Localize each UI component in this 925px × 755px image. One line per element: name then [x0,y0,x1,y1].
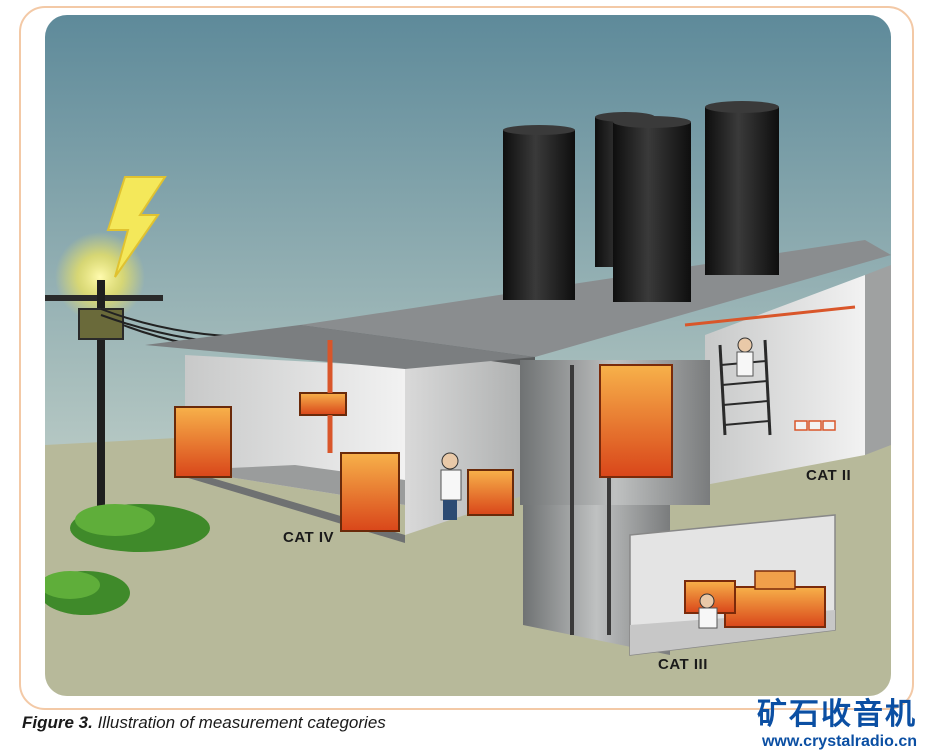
watermark-url: www.crystalradio.cn [761,733,917,750]
cat-iv-label: CAT IV [283,529,335,546]
generator [684,570,826,628]
right-room-wall [705,275,865,485]
lightning-bolt [106,176,167,278]
watermark-chinese: 矿石收音机 [757,697,917,732]
grass-bushes [45,504,210,615]
technician-cat-iii [698,593,718,629]
cat-ii-label: CAT II [806,467,852,484]
rooftop-tanks [503,101,779,302]
technician-cat-ii [736,337,754,377]
figure-caption-text: Illustration of measurement categories [92,713,386,732]
main-panel [340,452,400,532]
figure-caption-label: Figure 3. [22,713,93,732]
right-room-shade [865,265,891,455]
figure-caption: Figure 3. Illustration of measurement ca… [22,713,386,733]
wall-outlets [794,420,836,431]
cat-iii-label: CAT III [658,656,708,673]
meter-cabinet [174,406,232,478]
roof-left [145,325,535,369]
figure-frame [19,6,914,710]
ladder [718,339,772,436]
distribution-panel [467,469,514,516]
branch-wiring [684,305,856,327]
elevator-cable [570,365,574,635]
watermark: 矿石收音机 www.crystalradio.cn [757,698,917,752]
technician-cat-iv [440,452,462,520]
elevator-motor [599,364,673,478]
illustration [45,15,891,696]
electric-meter [299,392,347,416]
elevator-cable-2 [607,365,611,635]
